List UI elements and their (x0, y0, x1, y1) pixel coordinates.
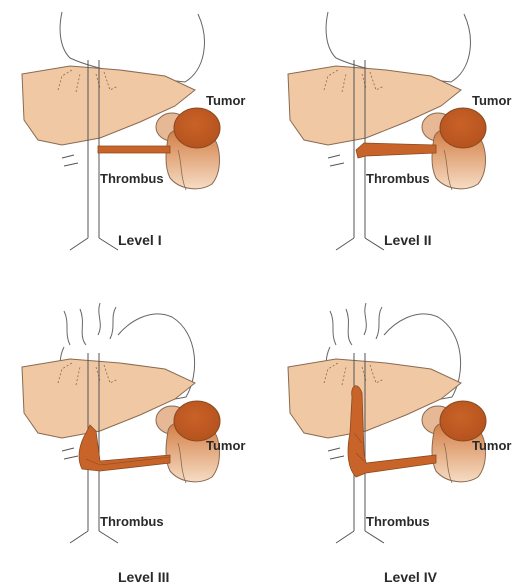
tumor-label: Tumor (472, 439, 511, 453)
tumor-label: Tumor (206, 94, 245, 108)
thrombus-shape (356, 143, 436, 158)
anatomy-illustration (0, 0, 266, 293)
thrombus-label: Thrombus (100, 172, 164, 186)
panel-level-4: Tumor Thrombus Level IV (266, 293, 532, 586)
level-label: Level I (118, 233, 162, 247)
thrombus-label: Thrombus (366, 515, 430, 529)
anatomy-illustration (266, 0, 532, 293)
tumor-label: Tumor (472, 94, 511, 108)
panel-level-1: Tumor Thrombus Level I (0, 0, 266, 293)
level-label: Level III (118, 570, 169, 584)
thrombus-label: Thrombus (366, 172, 430, 186)
thrombus-shape (98, 146, 170, 153)
level-label: Level II (384, 233, 431, 247)
thrombus-label: Thrombus (100, 515, 164, 529)
tumor-label: Tumor (206, 439, 245, 453)
level-label: Level IV (384, 570, 437, 584)
thrombus-shape (79, 425, 170, 471)
panel-level-2: Tumor Thrombus Level II (266, 0, 532, 293)
panel-level-3: Tumor Thrombus Level III (0, 293, 266, 586)
